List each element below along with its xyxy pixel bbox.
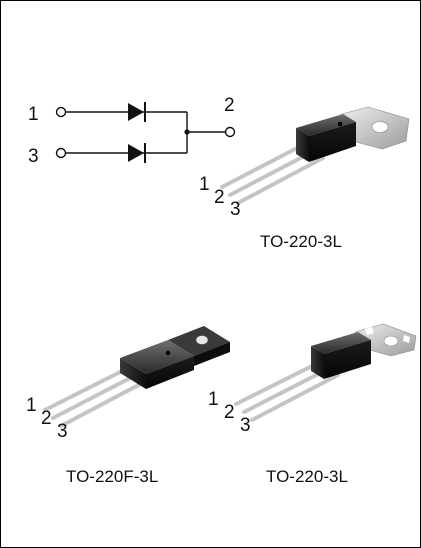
body-front [309, 122, 356, 162]
package-to220-bottom: 1 2 3 TO-220-3L [208, 323, 417, 486]
package-2-label: TO-220F-3L [66, 467, 158, 486]
body-top [296, 114, 356, 136]
pin1-marker [337, 121, 343, 127]
mounting-hole [195, 335, 209, 345]
package-1-label: TO-220-3L [260, 232, 342, 251]
body-side [296, 128, 309, 162]
diode-1-symbol [128, 102, 146, 122]
mounting-hole [383, 335, 399, 347]
upper-front [194, 342, 230, 366]
package-2-pin-2-label: 2 [41, 408, 52, 429]
package-3-label: TO-220-3L [266, 467, 348, 486]
body-side [120, 358, 146, 389]
schematic-pin-1-label: 1 [28, 104, 39, 125]
schematic-pin-2-label: 2 [224, 95, 235, 116]
package-1-pin-3-label: 3 [230, 199, 241, 220]
body-front [146, 356, 194, 389]
package-1-pin-1-label: 1 [199, 174, 210, 195]
body-top [120, 340, 194, 374]
junction-dot [184, 129, 190, 135]
body-side [311, 346, 324, 379]
package-3-pin-1-label: 1 [208, 389, 219, 410]
tab-notch-right [403, 335, 410, 343]
leads [234, 361, 340, 422]
diode-2-symbol [128, 143, 146, 163]
package-1-pin-2-label: 2 [214, 187, 225, 208]
package-to220-top: 1 2 3 TO-220-3L [199, 106, 410, 251]
package-2-pin-1-label: 1 [26, 395, 37, 416]
package-to220f: 1 2 3 TO-220F-3L [26, 326, 230, 486]
leads [220, 144, 325, 205]
pin-1-terminal [55, 106, 67, 118]
pin-3-terminal [55, 147, 67, 159]
schematic-pin-3-label: 3 [28, 146, 39, 167]
pin-2-terminal [224, 126, 236, 138]
body-front [324, 340, 371, 379]
mounting-hole [371, 121, 389, 133]
pin1-marker [165, 350, 171, 356]
package-3-pin-3-label: 3 [240, 415, 251, 436]
diode-schematic: 1 2 3 [28, 95, 236, 167]
package-3-pin-2-label: 2 [224, 402, 235, 423]
tab-notch-left [365, 327, 374, 335]
leads [43, 366, 150, 428]
body-top [311, 332, 371, 354]
package-2-pin-3-label: 3 [57, 421, 68, 442]
